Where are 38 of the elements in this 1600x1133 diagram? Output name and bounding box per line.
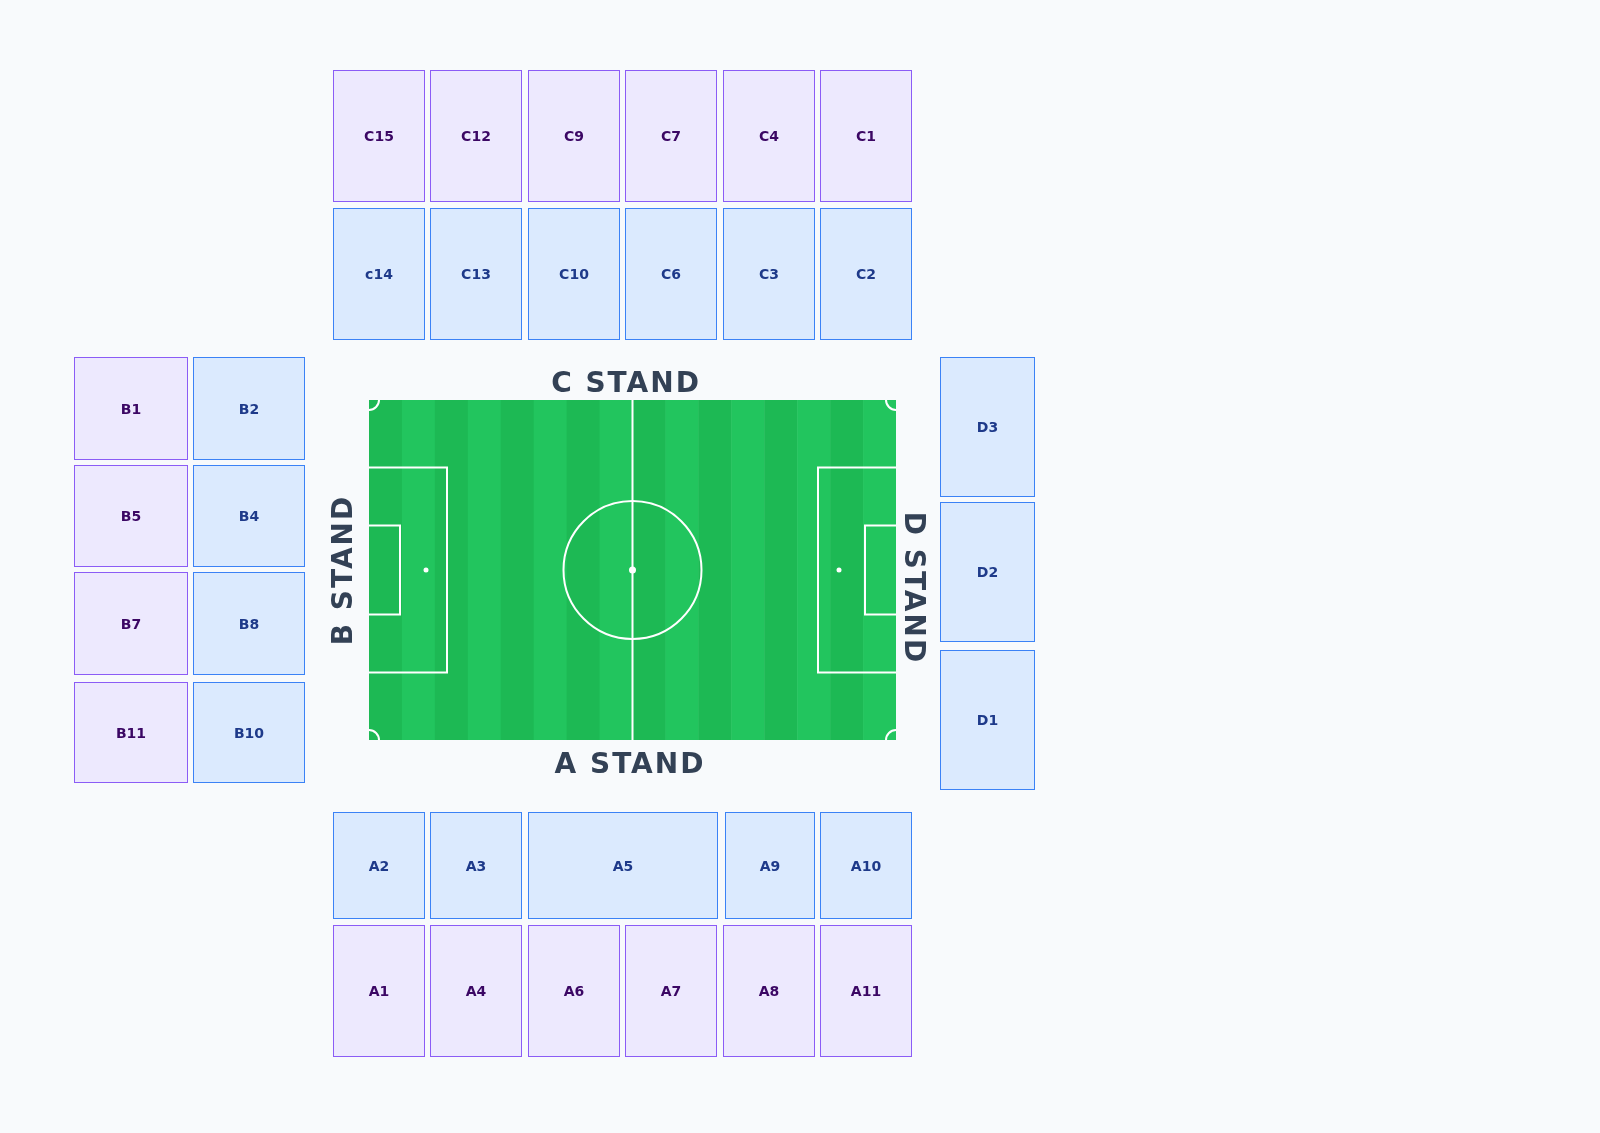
seating-section: B2 bbox=[193, 357, 305, 460]
seating-section: A7 bbox=[625, 925, 717, 1057]
stand-label: B STAND bbox=[325, 494, 359, 646]
seating-section: A1 bbox=[333, 925, 425, 1057]
seating-section: B1 bbox=[74, 357, 188, 460]
seating-section: C2 bbox=[820, 208, 912, 340]
stand-label: D STAND bbox=[897, 511, 931, 665]
seating-section: C1 bbox=[820, 70, 912, 202]
seating-section: C4 bbox=[723, 70, 815, 202]
seating-section: A9 bbox=[725, 812, 815, 919]
seating-section: D2 bbox=[940, 502, 1035, 642]
seating-section: A2 bbox=[333, 812, 425, 919]
seating-section: A5 bbox=[528, 812, 718, 919]
seating-section: D1 bbox=[940, 650, 1035, 790]
seating-section: A10 bbox=[820, 812, 912, 919]
seating-section: c14 bbox=[333, 208, 425, 340]
seating-section: B7 bbox=[74, 572, 188, 675]
seating-section: A4 bbox=[430, 925, 522, 1057]
seating-section: B10 bbox=[193, 682, 305, 783]
seating-section: B11 bbox=[74, 682, 188, 783]
seating-section: D3 bbox=[940, 357, 1035, 497]
seating-section: C6 bbox=[625, 208, 717, 340]
seating-section: A6 bbox=[528, 925, 620, 1057]
seating-section: B8 bbox=[193, 572, 305, 675]
seating-section: B5 bbox=[74, 465, 188, 567]
seating-section: C12 bbox=[430, 70, 522, 202]
seating-section: C9 bbox=[528, 70, 620, 202]
seating-section: C3 bbox=[723, 208, 815, 340]
seating-section: A8 bbox=[723, 925, 815, 1057]
seating-section: B4 bbox=[193, 465, 305, 567]
seating-section: C7 bbox=[625, 70, 717, 202]
seating-section: A11 bbox=[820, 925, 912, 1057]
stand-label: A STAND bbox=[554, 746, 706, 780]
seating-section: C15 bbox=[333, 70, 425, 202]
seating-section: A3 bbox=[430, 812, 522, 919]
seating-section: C10 bbox=[528, 208, 620, 340]
stand-label: C STAND bbox=[551, 365, 701, 399]
seating-section: C13 bbox=[430, 208, 522, 340]
